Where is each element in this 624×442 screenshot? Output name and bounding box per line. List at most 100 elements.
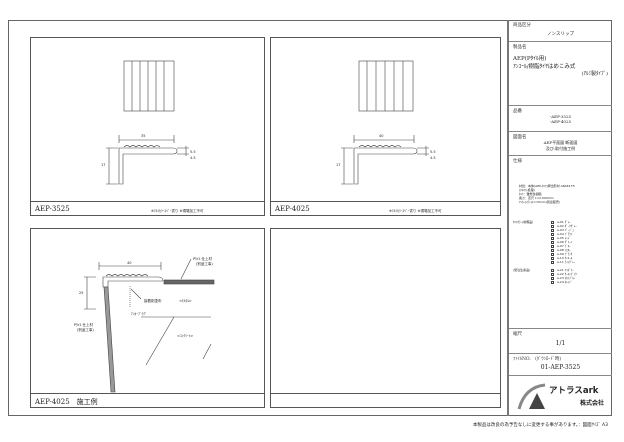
installation-drawing [84, 258, 215, 393]
color-option-label: a-03 ﾍﾞｰｼﾞｭ [557, 228, 574, 232]
panel-note: ※ｱﾙﾐｶﾗｰｽﾍﾟｰ書り ※現場加工不可 [151, 209, 204, 213]
dim-d2: 4.5 [430, 156, 436, 160]
part-2: -AEP-4025 [549, 119, 572, 124]
company-suffix: 株式会社 [579, 400, 604, 407]
dim-width: 35 [141, 134, 146, 138]
plan-section-drawing [106, 60, 189, 185]
footer-note: 本製品は改良の為予告なしに変更する事があります。：図面ｻｲｽﾞ A3 [472, 423, 608, 428]
color-option: a-01 ｸﾞﾚｰ [551, 220, 577, 224]
part-cell: 品番 -AEP-3525 -AEP-4025 [509, 106, 612, 132]
checkbox-icon [551, 272, 554, 276]
category-value: ノンスリップ [547, 32, 574, 37]
company-logo: アトラスark 株式会社 [509, 376, 612, 416]
checkbox-icon [551, 252, 554, 256]
scale-value: 1/1 [555, 340, 566, 347]
color-option: a-04 ﾌﾞﾗｳﾝ [551, 232, 577, 236]
label-finish-top: Pﾀｲﾙ 仕上材 [193, 257, 212, 261]
color-option-label: a-06 ｸﾞﾘｰﾝ [557, 240, 573, 244]
color-option-label: a-11 ﾗｲﾄｸﾞﾚｰ [557, 260, 576, 264]
color-option: a-08 ｲｴﾛｰ [551, 248, 577, 252]
logo-mark-icon [517, 383, 546, 410]
dim-width: 40 [379, 134, 384, 138]
drawing-2: 及び,取付施工例 [545, 146, 576, 151]
dim-d1: 5.5 [190, 150, 196, 154]
color-option-label: a-23 ｽｶｲﾌﾞﾙｰ [557, 276, 576, 280]
scale-label: 縮尺 [513, 332, 522, 337]
company-name: アトラスark [549, 386, 599, 396]
color-option: a-06 ｸﾞﾘｰﾝ [551, 240, 577, 244]
scale-cell: 縮尺 1/1 [509, 329, 612, 354]
color-option: a-10 ﾁｬｺｰﾙ [551, 256, 577, 260]
file-sub: (ﾀﾞｳﾝﾛｰﾄﾞ時) [535, 357, 562, 362]
checkbox-icon [551, 228, 554, 232]
color-option-label: a-04 ﾌﾞﾗｳﾝ [557, 232, 573, 236]
color-option-label: a-08 ｲｴﾛｰ [557, 248, 571, 252]
plan-section-drawing [341, 60, 429, 185]
dim-height: 17 [336, 163, 341, 167]
checkbox-icon [551, 224, 554, 228]
color-option-label: a-05 ﾚｯﾄﾞ [557, 236, 571, 240]
label-adhesive: 接着剤塗布 [144, 299, 162, 303]
panel-aep-4025: 40 17 5.5 4.5 ※ｱﾙﾐｶﾗｰｽﾍﾟｰ書り ※現場加工不可 AEP-… [270, 37, 501, 216]
panel-caption [271, 393, 500, 407]
dim-d1: 5.5 [430, 150, 436, 154]
panel-aep-3525: 35 17 5.5 4.5 ※ｱﾙﾐｶﾗｰｽﾍﾟｰ書り ※現場加工不可 AEP-… [30, 37, 265, 216]
color-option-label: a-10 ﾁｬｺｰﾙ [557, 256, 573, 260]
drawing-label: 図面名 [513, 135, 527, 140]
panel-empty [270, 228, 501, 408]
file-cell: ﾌｧｲﾙNO. (ﾀﾞｳﾝﾛｰﾄﾞ時) 01-AEP-3525 [509, 354, 612, 376]
dim-d2: 4.5 [190, 156, 196, 160]
color-option-label: a-24 ｵﾚﾝｼﾞ [557, 280, 573, 284]
checkbox-icon [551, 276, 554, 280]
dim-height: 17 [101, 163, 106, 167]
title-block: 商品区分 ノンスリップ 製品名 AEP(Pﾀｲﾙ用) ｱﾝｺｰﾙ/樹脂ﾀｲﾔはめ… [507, 20, 612, 416]
color-option: a-03 ﾍﾞｰｼﾞｭ [551, 228, 577, 232]
checkbox-icon [551, 244, 554, 248]
label-mortar: <ﾓﾙﾀﾙ> [179, 299, 192, 303]
color-option: a-11 ﾗｲﾄｸﾞﾚｰ [551, 260, 577, 264]
color-option-label: a-09 ﾌﾞﾗｯｸ [557, 252, 573, 256]
color-option: a-24 ｵﾚﾝｼﾞ [551, 280, 577, 284]
product-line2: ｱﾝｺｰﾙ/樹脂ﾀｲﾔはめこみ式 [513, 64, 576, 70]
spec-label: 仕様 [513, 159, 522, 164]
panel-caption: AEP-3525 [31, 201, 264, 215]
checkbox-icon [551, 232, 554, 236]
color-option-label: a-21 ｱｲﾎﾞﾘｰ [557, 268, 574, 272]
color-option-label: a-07 ﾌﾞﾙｰ [557, 244, 571, 248]
product-line3: (ｱﾙﾐ製ﾀｲﾌﾟ) [581, 71, 608, 77]
label-finish-side-sub: (別途工事) [77, 328, 94, 332]
panel-caption: AEP-4025 [271, 201, 500, 215]
drawing-1: AEP平面図 断面図 [543, 140, 578, 145]
color-option: a-02 ﾀﾞｰｸｸﾞﾚｰ [551, 224, 577, 228]
color-option: a-23 ｽｶｲﾌﾞﾙｰ [551, 276, 577, 280]
checkbox-icon [551, 256, 554, 260]
color-option: a-22 ｻｰﾓﾝﾋﾟﾝｸ [551, 272, 577, 276]
part-1: -AEP-3525 [549, 114, 572, 119]
color-option-label: a-02 ﾀﾞｰｸｸﾞﾚｰ [557, 224, 577, 228]
checkbox-icon [551, 268, 554, 272]
checkbox-icon [551, 260, 554, 264]
panel-caption: AEP-4025 施工例 [31, 393, 264, 407]
label-finish-top-sub: (別途工事) [196, 262, 213, 266]
color-option: a-21 ｱｲﾎﾞﾘｰ [551, 268, 577, 272]
label-finish-side: Pﾀｲﾙ 仕上材 [74, 323, 93, 327]
checkbox-icon [551, 240, 554, 244]
panel-installation-example: 40 25 Pﾀｲﾙ 仕上材 (別途工事) Pﾀｲﾙ 仕上材 (別途工事) 接着… [30, 228, 265, 408]
label-anchor: ｱﾝｶｰﾌﾟﾗｸﾞ [131, 312, 147, 316]
color-option-label: a-01 ｸﾞﾚｰ [557, 220, 571, 224]
color-option: a-05 ﾚｯﾄﾞ [551, 236, 577, 240]
panel-note: ※ｱﾙﾐｶﾗｰｽﾍﾟｰ書り ※現場加工不可 [389, 209, 442, 213]
dim-height: 25 [79, 291, 84, 295]
spec-cell: 仕様 材質：本体(AEP-ﾀｲﾔ)押出形材 A6063-T5(ｱﾙﾏｲﾄ処理)ﾀ… [509, 156, 612, 329]
file-number: 01-AEP-3525 [540, 364, 581, 371]
file-label: ﾌｧｲﾙNO. [513, 357, 531, 362]
drawing-cell: 図面名 AEP平面図 断面図 及び,取付施工例 [509, 132, 612, 156]
product-line1: AEP(Pﾀｲﾙ用) [513, 56, 547, 62]
spec-lines: 材質：本体(AEP-ﾀｲﾔ)押出形材 A6063-T5(ｱﾙﾏｲﾄ処理)ﾀｲﾔ：… [519, 184, 575, 204]
product-cell: 製品名 AEP(Pﾀｲﾙ用) ｱﾝｺｰﾙ/樹脂ﾀｲﾔはめこみ式 (ｱﾙﾐ製ﾀｲﾌ… [509, 42, 612, 106]
checkbox-icon [551, 220, 554, 224]
part-label: 品番 [513, 109, 522, 114]
checkbox-icon [551, 248, 554, 252]
